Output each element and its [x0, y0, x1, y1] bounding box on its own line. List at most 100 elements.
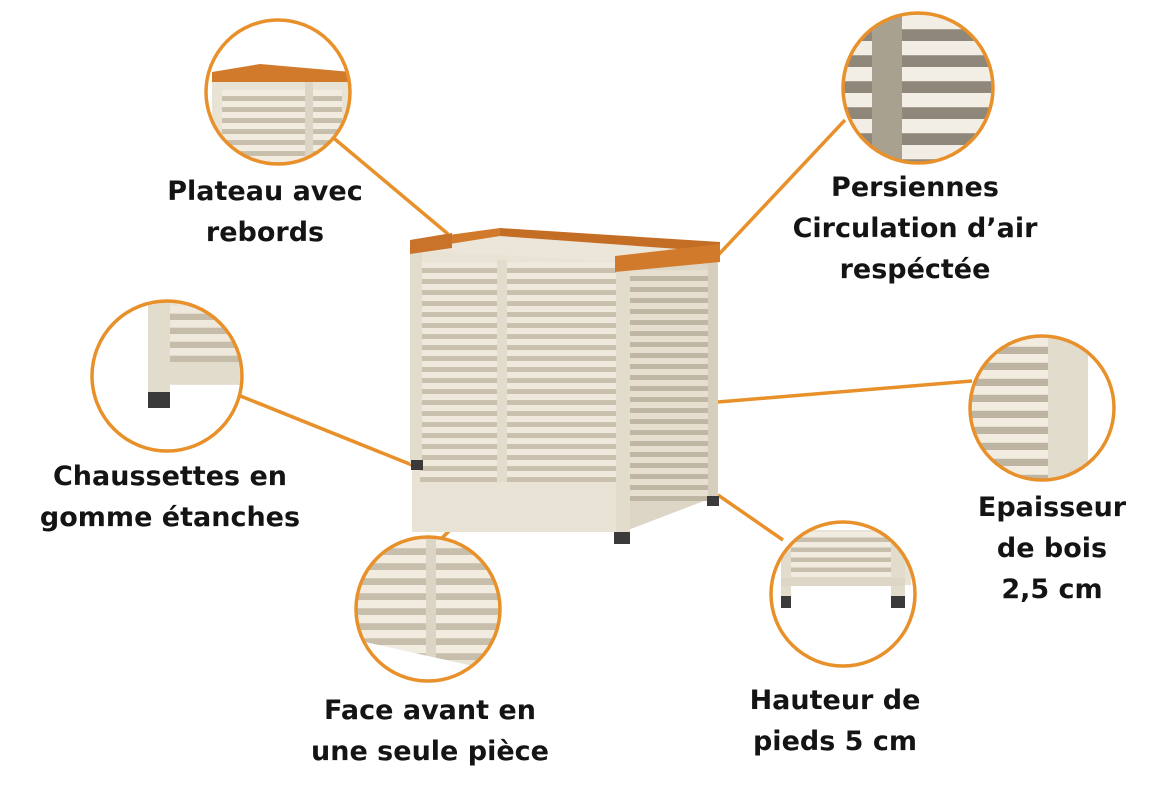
louvre-slat-shadow [630, 430, 710, 435]
louvre-slat [791, 542, 891, 548]
louvre-slat-shadow [972, 378, 1050, 386]
louvre-slat-shadow [630, 320, 710, 325]
louvre-slat-shadow [420, 477, 620, 482]
louvre-slat-shadow [420, 422, 620, 427]
louvre-slat [420, 449, 620, 456]
label-hauteur: Hauteur de pieds 5 cm [749, 685, 921, 757]
louvre-slat [420, 471, 620, 478]
louvre-slat-shadow [791, 557, 891, 562]
louvre-slat-shadow [420, 378, 620, 383]
louvre-slat-shadow [420, 400, 620, 405]
louvre-slat [630, 468, 710, 475]
louvre-slat [630, 446, 710, 453]
louvre-slat [420, 262, 620, 269]
louvre-slat [170, 348, 242, 356]
label-face-avant: Face avant en une seule pièce [311, 695, 549, 767]
louvre-slat-shadow [630, 375, 710, 380]
wooden-rim-left-end [410, 233, 452, 254]
louvre-slat-shadow [843, 107, 993, 119]
foot-back-right [707, 496, 719, 506]
louvre-slat [972, 434, 1050, 443]
louvre-slat [972, 386, 1050, 395]
label-persiennes: Persiennes Circulation d’air respéctée [792, 172, 1038, 285]
louvre-slat-shadow [222, 118, 342, 123]
louvre-slat [630, 435, 710, 442]
louvre-slat [420, 438, 620, 445]
louvre-slat-shadow [972, 362, 1050, 370]
louvre-slat [222, 134, 342, 141]
louvre-slat [972, 450, 1050, 459]
front-right-post [616, 266, 630, 534]
connector-hauteur [717, 493, 784, 542]
louvre-slat [222, 145, 342, 152]
louvre-slat-shadow [222, 129, 342, 134]
louvre-slat [420, 427, 620, 434]
louvre-slat-shadow [630, 496, 710, 501]
louvre-slat [420, 284, 620, 291]
louvre-slat-shadow [420, 334, 620, 339]
louvre-slat [420, 273, 620, 280]
louvre-slat-shadow [843, 55, 993, 67]
louvre-slat-shadow [420, 268, 620, 273]
back-right-post [708, 250, 718, 498]
louvre-slat [420, 317, 620, 324]
louvre-slat [420, 383, 620, 390]
louvre-slat [972, 354, 1050, 363]
louvre-slat-shadow [791, 567, 891, 572]
louvre-slat [630, 292, 710, 299]
louvre-slat [630, 490, 710, 497]
louvre-slat-shadow [972, 458, 1050, 466]
louvre-slat [630, 380, 710, 387]
louvre-slat-shadow [170, 327, 242, 334]
foot-front-left [411, 460, 423, 470]
louvre-slat [630, 457, 710, 464]
louvre-slat-shadow [630, 309, 710, 314]
louvre-slat-shadow [972, 410, 1050, 418]
louvre-slat-shadow [630, 441, 710, 446]
louvre-slat [420, 350, 620, 357]
front-center-post [497, 260, 507, 482]
louvre-slat-shadow [630, 386, 710, 391]
zoom-circle-chaussettes [92, 301, 242, 451]
louvre-slat [843, 67, 993, 82]
louvre-slat-shadow [972, 442, 1050, 450]
louvre-slat-shadow [222, 96, 342, 101]
connector-plateau [328, 133, 450, 236]
wooden-rim-front [615, 244, 720, 272]
louvre-slat [630, 413, 710, 420]
louvre-slat-shadow [630, 397, 710, 402]
louvre-slat-shadow [420, 433, 620, 438]
louvre-slat-shadow [843, 81, 993, 93]
louvre-slat [420, 416, 620, 423]
louvre-slat-shadow [420, 367, 620, 372]
louvre-slat [972, 466, 1050, 475]
louvre-slat [222, 123, 342, 130]
louvre-slat [972, 418, 1050, 427]
louvre-slat-shadow [420, 411, 620, 416]
louvre-slat [222, 156, 342, 163]
louvre-slat [791, 552, 891, 558]
louvre-slat-shadow [843, 159, 993, 163]
louvre-slat [630, 303, 710, 310]
louvre-slat [843, 145, 993, 160]
louvre-slat-shadow [630, 419, 710, 424]
louvre-slat [630, 369, 710, 376]
louvre-slat-shadow [420, 312, 620, 317]
louvre-slat [170, 334, 242, 342]
louvre-slat-shadow [222, 140, 342, 145]
louvre-slat-shadow [170, 341, 242, 348]
louvre-slat-shadow [420, 389, 620, 394]
louvre-slat [791, 532, 891, 538]
louvre-slat-shadow [170, 313, 242, 320]
louvre-slat-shadow [791, 537, 891, 542]
front-slats [420, 262, 620, 482]
front-left-post [410, 250, 422, 464]
louvre-slat [630, 424, 710, 431]
louvre-slat [420, 460, 620, 467]
louvre-slat-shadow [420, 455, 620, 460]
louvre-slat [170, 320, 242, 328]
louvre-slat-shadow [630, 353, 710, 358]
louvre-slat-shadow [420, 301, 620, 306]
louvre-slat [630, 314, 710, 321]
